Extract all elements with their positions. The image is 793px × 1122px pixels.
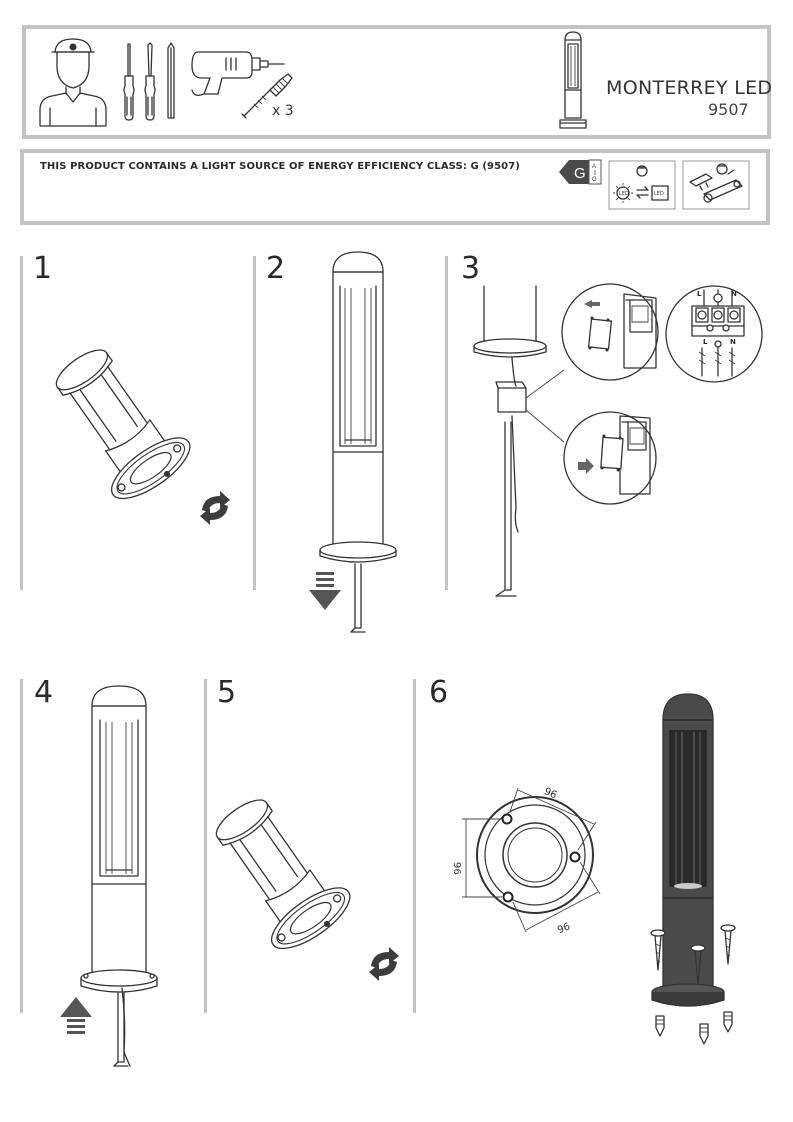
screwdriver-icon <box>123 43 135 121</box>
step-divider <box>204 679 207 1013</box>
screw-quantity: x 3 <box>272 103 294 119</box>
product-thumbnail <box>559 31 587 129</box>
terminal-label-n: N <box>731 290 737 298</box>
step6-lamp-fixing-illustration <box>650 693 736 1045</box>
svg-text:LED: LED <box>654 191 664 197</box>
product-name: MONTERREY LED <box>606 77 773 99</box>
step-divider <box>20 679 23 1013</box>
rotate-arrow-icon <box>200 491 230 525</box>
step4-lamp-illustration <box>80 685 158 1067</box>
step-number: 6 <box>429 675 449 710</box>
step3-wiring-illustration <box>473 283 763 597</box>
energy-class-badge: G A G <box>559 159 602 185</box>
energy-notice: THIS PRODUCT CONTAINS A LIGHT SOURCE OF … <box>40 161 520 172</box>
dim-side-b: 96 <box>543 784 559 799</box>
svg-text:LED: LED <box>619 191 629 197</box>
power-drill-icon <box>191 51 285 96</box>
dim-side-c: 96 <box>555 919 571 934</box>
step-number: 3 <box>461 251 481 286</box>
terminal-label-n-bottom: N <box>730 338 736 346</box>
step1-lamp-base-illustration <box>55 349 191 500</box>
energy-panel <box>20 149 770 225</box>
control-gear-replaceable-icon <box>682 160 750 210</box>
base-dimension-drawing: 96 96 96 <box>451 784 601 934</box>
step-divider <box>253 256 256 590</box>
wall-plug-screw-icon <box>241 73 293 119</box>
header-panel <box>22 25 771 139</box>
screwdriver-icon <box>167 42 175 119</box>
step-divider <box>20 256 23 590</box>
step-number: 2 <box>266 251 286 286</box>
step-divider <box>445 256 448 590</box>
step-number: 5 <box>217 675 237 710</box>
terminal-block-detail: L N L N <box>666 286 762 382</box>
energy-scale-bottom: G <box>592 177 597 183</box>
terminal-label-l-bottom: L <box>703 338 708 346</box>
step-number: 4 <box>34 675 54 710</box>
dim-side-a: 96 <box>451 862 462 875</box>
step-divider <box>413 679 416 1013</box>
step2-lamp-illustration <box>319 251 397 633</box>
rotate-arrow-icon <box>369 947 399 981</box>
energy-class-letter: G <box>574 165 586 182</box>
up-arrow-icon <box>60 997 92 1034</box>
step-number: 1 <box>33 251 53 286</box>
terminal-label-l: L <box>697 290 702 298</box>
down-arrow-icon <box>309 572 341 610</box>
step5-lamp-base-illustration <box>215 799 351 950</box>
product-code: 9507 <box>708 100 749 119</box>
light-source-replaceable-icon: LED LED <box>608 160 676 210</box>
energy-scale-top: A <box>592 164 596 170</box>
installer-person-icon <box>39 38 107 127</box>
screwdriver-icon <box>144 42 156 121</box>
